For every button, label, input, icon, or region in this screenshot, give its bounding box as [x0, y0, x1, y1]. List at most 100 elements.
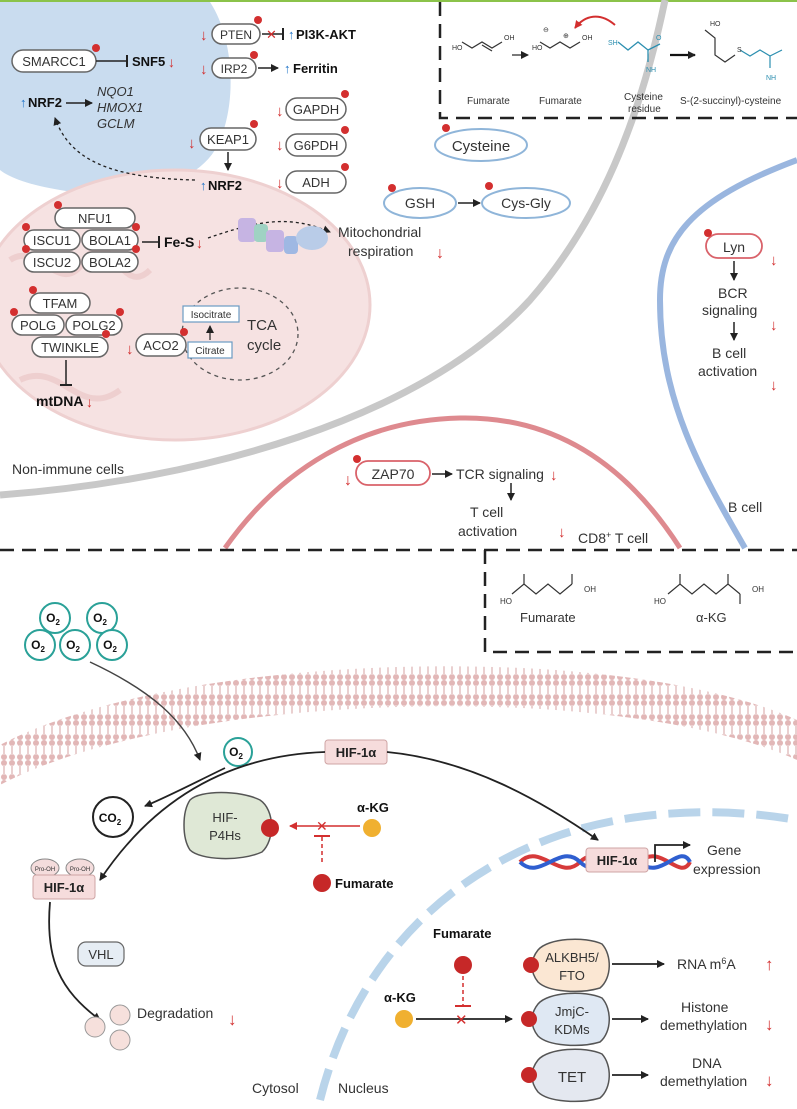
svg-text:NH: NH	[766, 75, 776, 82]
pten-node	[211, 23, 261, 45]
aco2-node	[135, 333, 187, 357]
pten-label: PTEN	[220, 28, 252, 42]
cysteine-node	[434, 128, 528, 162]
nuclear-envelope	[316, 808, 797, 1101]
mtdna-label: mtDNA	[36, 393, 83, 409]
tcell-activation-label-2: activation	[458, 523, 517, 539]
scheme-s2sc-label: S-(2-succinyl)-cysteine	[680, 96, 782, 107]
fumarate-struct-label: Fumarate	[520, 610, 576, 625]
nfu1-node	[54, 207, 136, 229]
hif1a-dna-node	[585, 847, 649, 873]
jmjc-kdms-enzyme	[531, 992, 610, 1047]
polg2-label: POLG2	[72, 318, 115, 333]
svg-text:↑: ↑	[200, 178, 207, 193]
tca-label-1: TCA	[247, 317, 277, 334]
svg-text:NH: NH	[646, 67, 656, 74]
tfam-node	[29, 292, 91, 314]
svg-text:↓: ↓	[276, 103, 284, 120]
o2-label: O2	[66, 638, 80, 654]
svg-text:↓: ↓	[436, 245, 444, 262]
zap70-node	[355, 460, 431, 486]
nucleus-label: Nucleus	[338, 1080, 389, 1096]
aco2-label: ACO2	[143, 338, 178, 353]
svg-text:↓: ↓	[558, 524, 566, 541]
polg-label: POLG	[20, 318, 56, 333]
gsh-label: GSH	[405, 195, 435, 211]
o2-label: O2	[31, 638, 45, 654]
snf5-label: SNF5	[132, 54, 165, 69]
adh-label: ADH	[302, 175, 329, 190]
isocitrate-box	[182, 305, 240, 323]
svg-text:✕: ✕	[455, 1012, 468, 1029]
svg-text:HO: HO	[452, 45, 463, 52]
pi3k-akt-label: PI3K-AKT	[296, 27, 356, 42]
jmjc-label-2: KDMs	[554, 1022, 590, 1037]
irp2-label: IRP2	[221, 62, 248, 76]
fumarate-nuclear-label: Fumarate	[433, 926, 492, 941]
histone-demethylation-label-1: Histone	[681, 999, 729, 1015]
o2-label: O2	[103, 638, 117, 654]
fumarate-label: Fumarate	[335, 876, 394, 891]
ferritin-label: Ferritin	[293, 61, 338, 76]
keap1-label: KEAP1	[207, 132, 249, 147]
rna-m6a-label: RNA m6A	[677, 956, 736, 972]
svg-text:⊖: ⊖	[543, 27, 549, 34]
nrf2-nuclear-label: NRF2	[28, 95, 62, 110]
hif-p4hs-label-1: HIF-	[212, 810, 237, 825]
isocitrate-label: Isocitrate	[191, 310, 232, 321]
cysgly-label: Cys-Gly	[501, 195, 551, 211]
scheme-fumarate-label: Fumarate	[467, 96, 510, 107]
fumarate-molecule	[313, 874, 331, 892]
keap1-node	[199, 127, 257, 151]
dna-demethylation-label-1: DNA	[692, 1055, 722, 1071]
tca-label-2: cycle	[247, 337, 281, 354]
svg-text:↓: ↓	[770, 252, 778, 269]
bcell-label: B cell	[728, 499, 762, 515]
akg-nuclear-molecule	[395, 1010, 413, 1028]
tfam-label: TFAM	[43, 296, 78, 311]
citrate-box	[187, 341, 233, 359]
svg-text:↓: ↓	[765, 1015, 774, 1034]
gene-expression-label-1: Gene	[707, 842, 741, 858]
scheme-fumarate-label: Fumarate	[539, 96, 582, 107]
polg-node	[11, 314, 65, 336]
oxygen-molecules	[24, 602, 253, 767]
svg-text:↓: ↓	[276, 175, 284, 192]
svg-text:HO: HO	[532, 45, 543, 52]
cd8-label: CD8+ T cell	[578, 530, 648, 546]
vhl-label: VHL	[88, 947, 113, 962]
alkbh5-label-1: ALKBH5/	[545, 950, 599, 965]
mito-resp-label-2: respiration	[348, 243, 413, 259]
citrate-label: Citrate	[195, 346, 225, 357]
svg-text:↓: ↓	[200, 27, 208, 44]
svg-text:↓: ↓	[765, 1071, 774, 1090]
twinkle-node	[31, 336, 109, 358]
akg-struct-label: α-KG	[696, 610, 727, 625]
hif1a-label: HIF-1α	[336, 745, 377, 760]
svg-text:HO: HO	[500, 597, 512, 606]
svg-text:✕: ✕	[266, 27, 277, 42]
gene-expression-label-2: expression	[693, 861, 761, 877]
zap70-label: ZAP70	[372, 466, 415, 482]
svg-text:HO: HO	[710, 21, 721, 28]
svg-text:↓: ↓	[200, 61, 208, 78]
co2-molecule	[92, 796, 134, 838]
alkbh5-fto-enzyme	[531, 938, 610, 993]
cytosol-label: Cytosol	[252, 1080, 299, 1096]
bola1-label: BOLA1	[89, 233, 131, 248]
adh-node	[285, 170, 347, 194]
degradation-fragments	[84, 1004, 131, 1051]
svg-text:↓: ↓	[770, 317, 778, 334]
jmjc-label-1: JmjC-	[555, 1004, 589, 1019]
iscu2-label: ISCU2	[33, 255, 71, 270]
bcr-signaling-label-1: BCR	[718, 285, 748, 301]
nrf2-label: NRF2	[208, 178, 242, 193]
tcr-signaling-label: TCR signaling	[456, 466, 544, 482]
svg-text:↓: ↓	[276, 137, 284, 154]
svg-text:S: S	[737, 47, 742, 54]
svg-text:↓: ↓	[86, 394, 93, 410]
irp2-node	[211, 57, 257, 79]
akg-structure	[667, 574, 741, 604]
akg-molecule	[363, 819, 381, 837]
electron-transport-chain-icon	[238, 218, 328, 254]
